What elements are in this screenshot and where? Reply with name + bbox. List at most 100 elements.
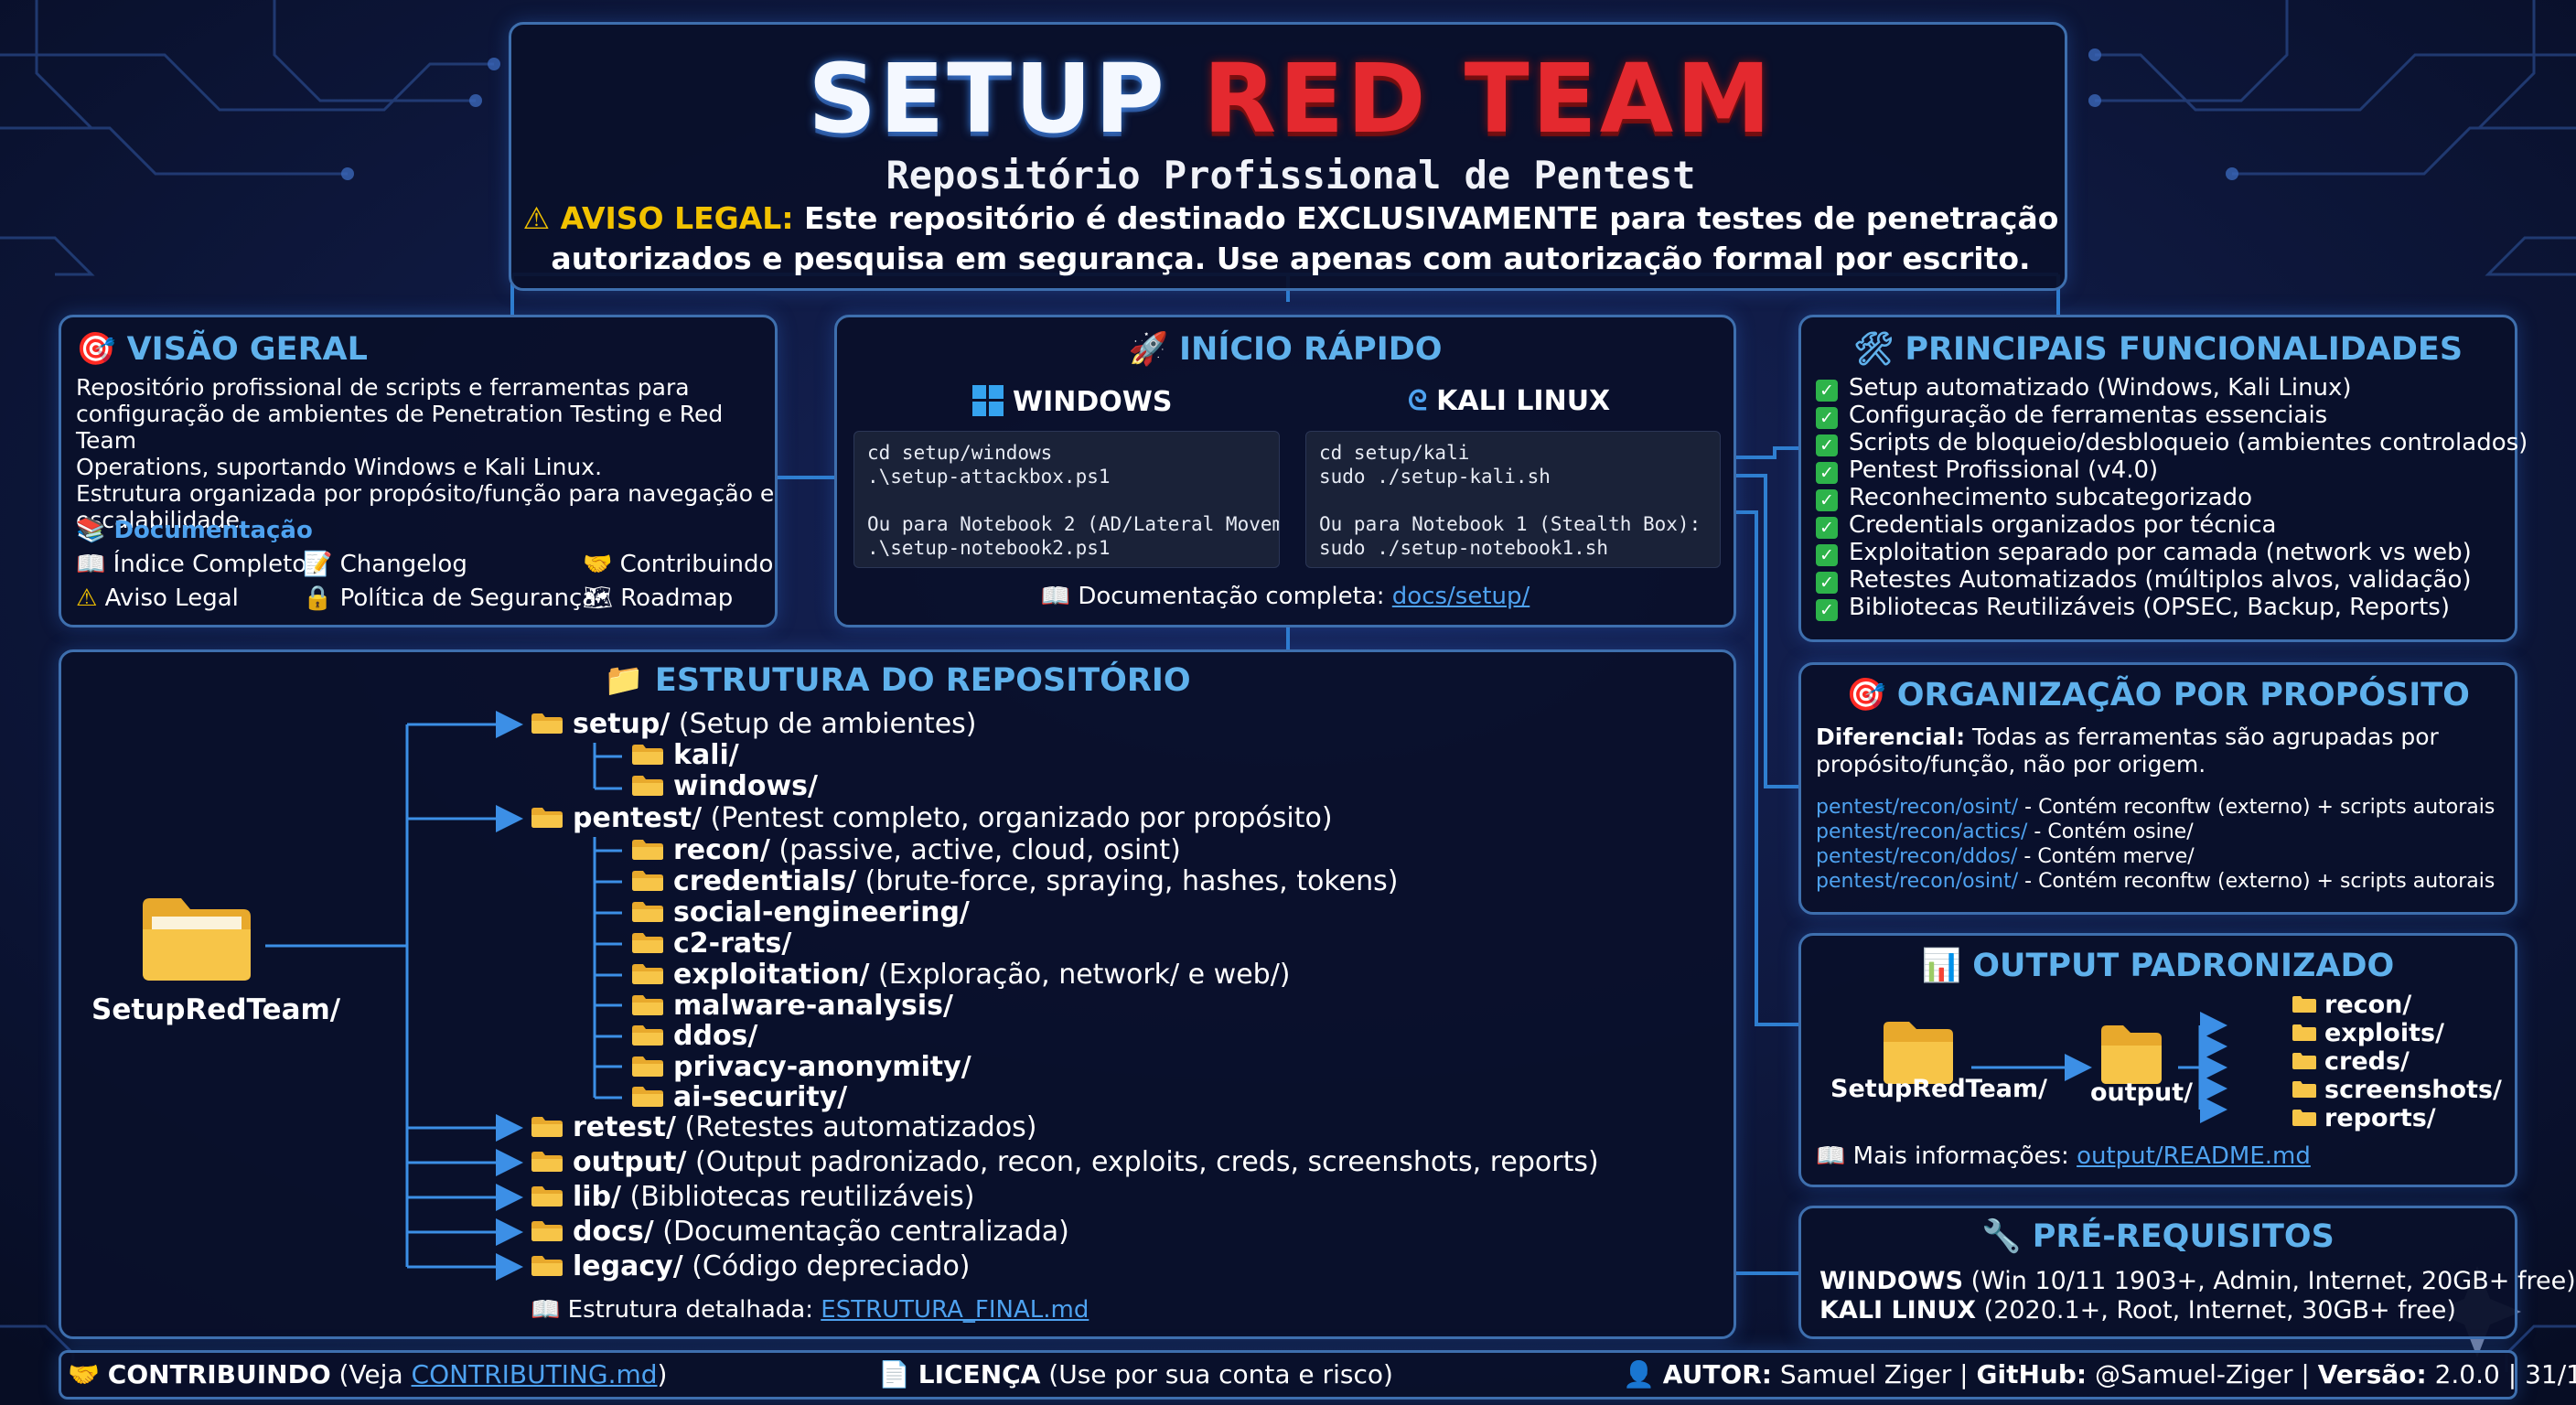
- link-contribuindo[interactable]: 🤝 Contribuindo: [583, 551, 773, 578]
- estrutura-detail-link[interactable]: ESTRUTURA_FINAL.md: [821, 1296, 1089, 1324]
- memo-icon: 📝: [303, 551, 333, 578]
- output-info-label: Mais informações:: [1852, 1142, 2069, 1170]
- footer-date: 31/12/2025: [2525, 1359, 2576, 1389]
- tree-folder-desc: (Documentação centralizada): [662, 1216, 1069, 1248]
- link-label: Índice Completo: [113, 551, 307, 578]
- check-icon: ✓: [1816, 407, 1838, 429]
- folder-icon: [632, 776, 663, 796]
- footer-github-handle[interactable]: @Samuel-Ziger: [2094, 1359, 2293, 1389]
- setup-docs-label: Documentação completa:: [1078, 583, 1385, 610]
- kali-dragon-icon: ᘓ: [1408, 385, 1428, 417]
- folder-icon: [632, 745, 663, 765]
- link-indice-completo[interactable]: 📖 Índice Completo: [76, 551, 306, 578]
- setup-docs-link[interactable]: docs/setup/: [1391, 583, 1530, 610]
- tree-row[interactable]: ai-security/: [631, 1081, 847, 1114]
- tree-row[interactable]: recon/ (passive, active, cloud, osint): [631, 834, 1181, 867]
- tree-row[interactable]: malware-analysis/: [631, 990, 953, 1023]
- path-name[interactable]: pentest/recon/osint/: [1816, 870, 2019, 893]
- tree-folder-name: docs/: [573, 1216, 654, 1248]
- tree-row[interactable]: retest/ (Retestes automatizados): [531, 1111, 1037, 1144]
- link-label: Política de Segurança: [339, 585, 597, 612]
- footer-author: 👤 AUTOR: Samuel Ziger | GitHub: @Samuel-…: [1623, 1359, 2576, 1389]
- check-icon: ✓: [1816, 489, 1838, 511]
- legal-warning: ⚠ AVISO LEGAL: Este repositório é destin…: [511, 200, 2070, 236]
- tree-row[interactable]: social-engineering/: [631, 896, 970, 929]
- tree-folder-name: output/: [573, 1146, 687, 1178]
- tree-row[interactable]: legacy/ (Código depreciado): [531, 1250, 971, 1283]
- tree-row[interactable]: ddos/: [631, 1020, 757, 1053]
- output-panel: 📊OUTPUT PADRONIZADO SetupRedTeam/ output…: [1798, 933, 2517, 1187]
- windows-code-block[interactable]: cd setup/windows .\setup-attackbox.ps1 O…: [853, 431, 1280, 568]
- tree-row[interactable]: credentials/ (brute-force, spraying, has…: [631, 865, 1398, 898]
- link-roadmap[interactable]: 🗺 Roadmap: [583, 585, 733, 612]
- folder-icon: [2292, 1053, 2316, 1069]
- contributing-link[interactable]: CONTRIBUTING.md: [411, 1359, 658, 1389]
- tree-row[interactable]: docs/ (Documentação centralizada): [531, 1216, 1069, 1249]
- output-folder-name: creds/: [2324, 1047, 2410, 1076]
- link-changelog[interactable]: 📝 Changelog: [303, 551, 467, 578]
- path-name[interactable]: pentest/recon/osint/: [1816, 796, 2019, 819]
- feature-text: Credentials organizados por técnica: [1849, 511, 2277, 539]
- prereq-kali-label: KALI LINUX: [1819, 1296, 1977, 1325]
- output-title-text: OUTPUT PADRONIZADO: [1972, 948, 2395, 984]
- folder-icon: [531, 1256, 563, 1276]
- tree-folder-desc: (Retestes automatizados): [684, 1111, 1037, 1143]
- path-name[interactable]: pentest/recon/ddos/: [1816, 845, 2018, 868]
- folder-icon: 📁: [604, 662, 644, 699]
- warning-icon: ⚠: [522, 200, 551, 236]
- estrutura-detail-line: 📖 Estrutura detalhada: ESTRUTURA_FINAL.m…: [531, 1296, 1089, 1324]
- feature-item: ✓Scripts de bloqueio/desbloqueio (ambien…: [1816, 429, 2528, 456]
- folder-icon: [2292, 1081, 2316, 1098]
- organizacao-panel: 🎯ORGANIZAÇÃO POR PROPÓSITO Diferencial: …: [1798, 662, 2517, 915]
- tree-row[interactable]: c2-rats/: [631, 928, 791, 960]
- tree-row[interactable]: windows/: [631, 770, 818, 803]
- footer-license-text: (Use por sua conta e risco): [1048, 1359, 1393, 1389]
- warning-icon: ⚠: [76, 585, 98, 612]
- footer-version-label: Versão:: [2317, 1359, 2427, 1389]
- path-name[interactable]: pentest/recon/actics/: [1816, 820, 2028, 843]
- tree-row[interactable]: output/ (Output padronizado, recon, expl…: [531, 1146, 1599, 1179]
- estrutura-title-text: ESTRUTURA DO REPOSITÓRIO: [654, 662, 1191, 699]
- book-icon: 📖: [1040, 583, 1071, 610]
- link-label: Aviso Legal: [104, 585, 239, 612]
- target-icon: 🎯: [76, 331, 116, 368]
- feature-text: Retestes Automatizados (múltiplos alvos,…: [1849, 566, 2472, 594]
- output-info-line: 📖 Mais informações: output/README.md: [1816, 1142, 2311, 1170]
- tree-row[interactable]: privacy-anonymity/: [631, 1051, 971, 1084]
- tree-row[interactable]: setup/ (Setup de ambientes): [531, 708, 977, 741]
- folder-icon: [632, 1025, 663, 1046]
- output-folder-item: creds/: [2292, 1047, 2502, 1076]
- funcionalidades-title-text: PRINCIPAIS FUNCIONALIDADES: [1905, 331, 2463, 368]
- tree-folder-desc: (passive, active, cloud, osint): [778, 834, 1181, 866]
- link-politica-seguranca[interactable]: 🔒 Política de Segurança: [303, 585, 596, 612]
- folder-icon: [632, 902, 663, 922]
- tree-row[interactable]: exploitation/ (Exploração, network/ e we…: [631, 959, 1291, 992]
- link-aviso-legal[interactable]: ⚠ Aviso Legal: [76, 585, 239, 612]
- tree-folder-name: pentest/: [573, 802, 703, 834]
- prereq-title: 🔧PRÉ-REQUISITOS: [1801, 1217, 2515, 1255]
- folder-icon: [531, 1117, 563, 1137]
- folder-icon: [531, 713, 563, 734]
- feature-item: ✓Credentials organizados por técnica: [1816, 511, 2528, 539]
- kali-code-block[interactable]: cd setup/kali sudo ./setup-kali.sh Ou pa…: [1305, 431, 1721, 568]
- subtitle: Repositório Profissional de Pentest: [886, 153, 1696, 198]
- wrench-icon: 🔧: [1981, 1218, 2022, 1255]
- tree-row[interactable]: pentest/ (Pentest completo, organizado p…: [531, 802, 1333, 835]
- warning-text-line2: autorizados e pesquisa em segurança. Use…: [551, 241, 2031, 276]
- diferencial-label: Diferencial:: [1816, 724, 1966, 750]
- footer-contributing: 🤝 CONTRIBUINDO (Veja CONTRIBUTING.md): [68, 1359, 667, 1389]
- output-info-link[interactable]: output/README.md: [2077, 1142, 2311, 1170]
- footer-panel: [59, 1350, 2517, 1400]
- output-folder-item: exploits/: [2292, 1019, 2502, 1047]
- user-icon: 👤: [1623, 1359, 1655, 1389]
- prereq-windows-text: (Win 10/11 1903+, Admin, Internet, 20GB+…: [1970, 1267, 2576, 1295]
- tree-row[interactable]: kali/: [631, 739, 739, 772]
- footer-contrib-post: ): [657, 1359, 668, 1389]
- tree-row[interactable]: lib/ (Bibliotecas reutilizáveis): [531, 1181, 974, 1214]
- feature-text: Exploitation separado por camada (networ…: [1849, 539, 2472, 566]
- check-icon: ✓: [1816, 544, 1838, 566]
- tree-folder-desc: (Output padronizado, recon, exploits, cr…: [695, 1146, 1599, 1178]
- feature-text: Bibliotecas Reutilizáveis (OPSEC, Backup…: [1849, 594, 2450, 621]
